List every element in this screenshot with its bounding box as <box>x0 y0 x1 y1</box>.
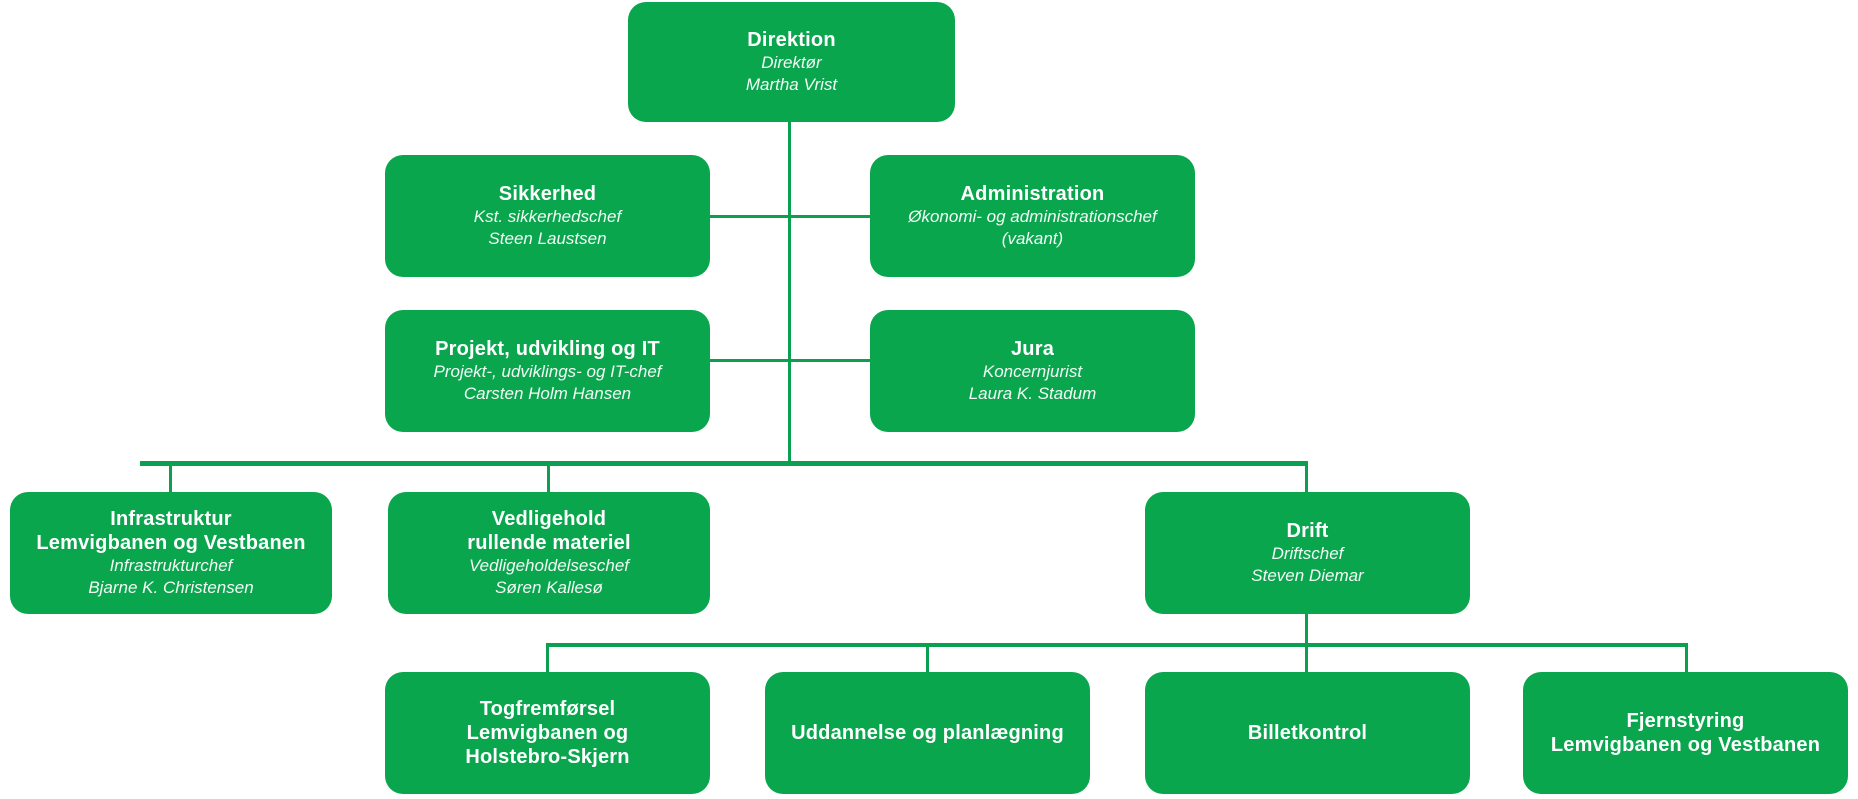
connector-drop-billetkontrol <box>1305 645 1308 672</box>
node-role: Infrastrukturchef <box>109 556 233 575</box>
org-node-togfremfoersel: Togfremførsel Lemvigbanen og Holstebro-S… <box>385 672 710 794</box>
connector-row4-horizontal <box>140 461 1308 466</box>
node-person: (vakant) <box>1001 229 1064 248</box>
node-title-line: Uddannelse og planlægning <box>791 722 1064 744</box>
connector-drop-togfremfoersel <box>546 645 549 672</box>
connector-row2-branch <box>710 215 870 218</box>
node-title-line: Lemvigbanen og Vestbanen <box>1550 734 1821 756</box>
node-title-line: Lemvigbanen og Vestbanen <box>36 532 306 554</box>
node-role: Vedligeholdelseschef <box>468 556 630 575</box>
connector-drop-vedligehold <box>547 464 550 492</box>
node-person: Martha Vrist <box>745 75 838 94</box>
node-title-line: rullende materiel <box>467 532 631 554</box>
org-node-direktion: Direktion Direktør Martha Vrist <box>628 2 955 122</box>
org-node-vedligehold: Vedligehold rullende materiel Vedligehol… <box>388 492 710 614</box>
node-role: Driftschef <box>1271 544 1344 563</box>
node-role: Koncernjurist <box>982 362 1083 381</box>
node-title-line: Infrastruktur <box>110 508 232 530</box>
connector-drop-drift <box>1305 464 1308 492</box>
node-role: Kst. sikkerhedschef <box>473 207 622 226</box>
connector-drop-fjernstyring <box>1685 645 1688 672</box>
node-title-line: Togfremførsel <box>479 698 616 720</box>
connector-direktion-trunk <box>788 122 791 464</box>
node-person: Laura K. Stadum <box>968 384 1097 403</box>
node-person: Steven Diemar <box>1251 566 1364 585</box>
org-node-fjernstyring: Fjernstyring Lemvigbanen og Vestbanen <box>1523 672 1848 794</box>
node-person: Steen Laustsen <box>488 229 607 248</box>
node-role: Direktør <box>761 53 822 72</box>
org-node-drift: Drift Driftschef Steven Diemar <box>1145 492 1470 614</box>
connector-row5-horizontal <box>546 643 1688 647</box>
node-title-line: Direktion <box>747 29 836 51</box>
connector-drop-infrastruktur <box>169 464 172 492</box>
node-title-line: Jura <box>1010 338 1055 360</box>
node-title-line: Holstebro-Skjern <box>465 746 630 768</box>
node-person: Søren Kallesø <box>495 578 603 597</box>
org-node-projekt-udvikling-it: Projekt, udvikling og IT Projekt-, udvik… <box>385 310 710 432</box>
node-title-line: Billetkontrol <box>1247 722 1368 744</box>
node-person: Bjarne K. Christensen <box>88 578 254 597</box>
connector-drift-trunk <box>1305 614 1308 645</box>
org-node-sikkerhed: Sikkerhed Kst. sikkerhedschef Steen Laus… <box>385 155 710 277</box>
connector-drop-uddannelse <box>926 645 929 672</box>
node-title-line: Projekt, udvikling og IT <box>435 338 660 360</box>
org-node-uddannelse: Uddannelse og planlægning <box>765 672 1090 794</box>
node-title-line: Drift <box>1286 520 1329 542</box>
org-node-infrastruktur: Infrastruktur Lemvigbanen og Vestbanen I… <box>10 492 332 614</box>
node-title-line: Vedligehold <box>491 508 607 530</box>
org-node-jura: Jura Koncernjurist Laura K. Stadum <box>870 310 1195 432</box>
org-node-administration: Administration Økonomi- og administratio… <box>870 155 1195 277</box>
node-title-line: Sikkerhed <box>498 183 597 205</box>
node-title-line: Lemvigbanen og <box>466 722 629 744</box>
node-person: Carsten Holm Hansen <box>463 384 632 403</box>
node-role: Projekt-, udviklings- og IT-chef <box>433 362 662 381</box>
node-role: Økonomi- og administrationschef <box>908 207 1157 226</box>
org-node-billetkontrol: Billetkontrol <box>1145 672 1470 794</box>
node-title-line: Administration <box>960 183 1105 205</box>
connector-row3-branch <box>710 359 870 362</box>
node-title-line: Fjernstyring <box>1626 710 1745 732</box>
